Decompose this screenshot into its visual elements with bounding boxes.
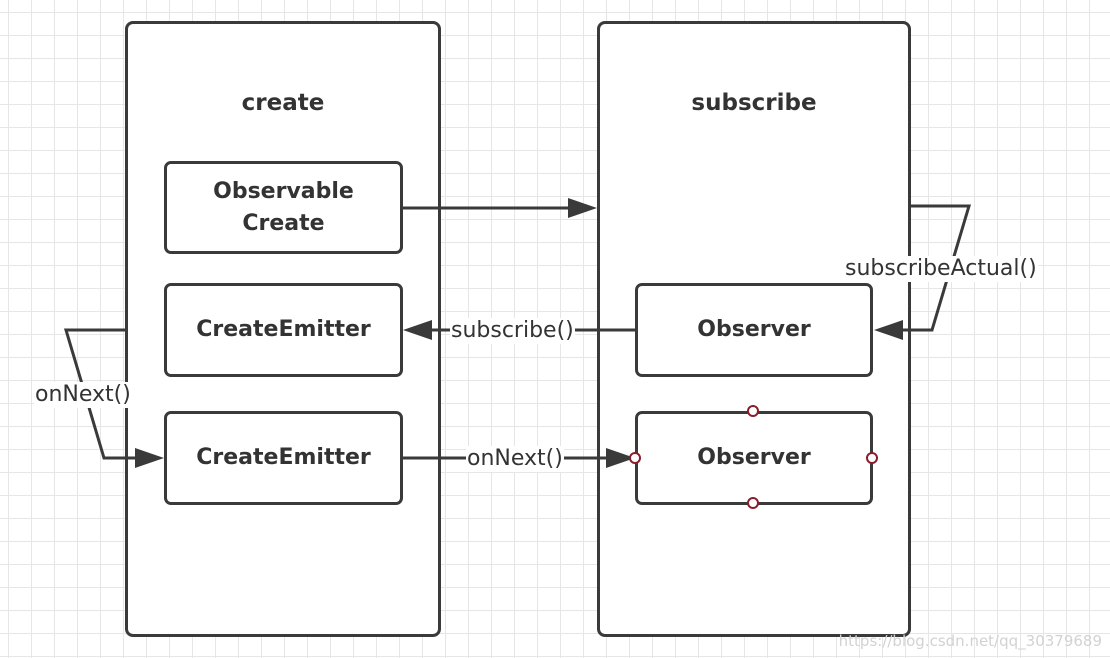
arrowhead-icon [568,198,597,218]
watermark: https://blog.csdn.net/qq_30379689 [838,632,1102,650]
edge-label-on-next-loop: onNext() [34,382,132,408]
create-panel-title: create [241,90,325,116]
observer-node-selected[interactable]: Observer [635,411,873,505]
observer-label-selected: Observer [697,445,811,470]
subscribe-panel-title: subscribe [691,90,817,116]
observer-label-top: Observer [697,317,811,342]
edge-label-subscribe: subscribe() [450,318,575,344]
observable-create-node[interactable]: Observable Create [164,161,403,254]
observable-create-label: Observable Create [213,178,354,236]
connection-handle-top[interactable] [747,405,759,417]
connection-handle-left[interactable] [629,452,641,464]
edge-label-on-next: onNext() [466,446,564,472]
create-emitter-label-top: CreateEmitter [196,317,371,342]
connection-handle-bottom[interactable] [747,497,759,509]
create-emitter-node-top[interactable]: CreateEmitter [164,283,403,377]
connection-handle-right[interactable] [866,452,878,464]
create-emitter-label-bottom: CreateEmitter [196,445,371,470]
edge-label-subscribe-actual: subscribeActual() [844,256,1038,282]
observer-node-top[interactable]: Observer [635,283,873,377]
create-emitter-node-bottom[interactable]: CreateEmitter [164,411,403,505]
